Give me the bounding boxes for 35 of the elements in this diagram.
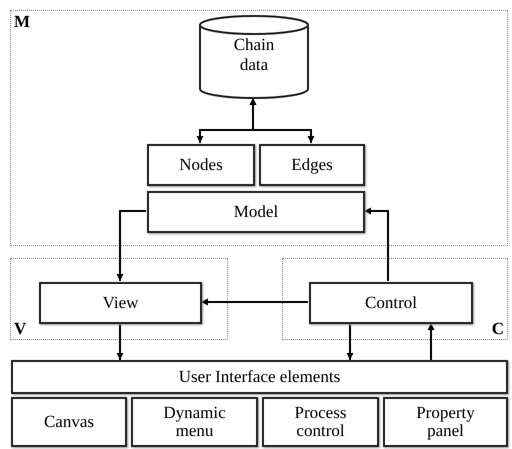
- group-label: V: [14, 319, 26, 339]
- dotted-group-frame: [282, 258, 508, 340]
- node-label: Edges: [291, 156, 333, 174]
- process-box: [11, 397, 127, 447]
- process-box: [383, 397, 508, 447]
- node-label: Nodes: [179, 156, 223, 174]
- node-label: Dynamic menu: [162, 404, 227, 440]
- node-label: User Interface elements: [178, 368, 340, 386]
- node-label: Process control: [294, 404, 348, 440]
- process-box: [11, 360, 508, 394]
- process-box: [259, 144, 365, 186]
- node-label: View: [102, 294, 138, 312]
- dotted-group-frame: [10, 10, 508, 246]
- node-label: Canvas: [44, 413, 94, 431]
- arrow: [116, 210, 146, 281]
- node-label: Control: [365, 294, 417, 312]
- arrow: [346, 323, 354, 360]
- arrow: [116, 323, 124, 360]
- arrow: [428, 323, 434, 360]
- dotted-group-frame: [10, 258, 228, 340]
- arrow: [250, 98, 314, 143]
- node-label: Model: [234, 203, 278, 221]
- process-box: [262, 397, 379, 447]
- group-label: C: [492, 319, 504, 339]
- process-box: [147, 144, 255, 186]
- process-box: [147, 191, 365, 233]
- process-box: [39, 282, 202, 324]
- process-box: [309, 282, 473, 324]
- database-cylinder: [199, 15, 309, 99]
- node-label: Property panel: [415, 404, 476, 440]
- group-label: M: [14, 12, 30, 32]
- arrow: [201, 298, 308, 306]
- node-label: Chain data: [232, 35, 276, 74]
- process-box: [131, 397, 258, 447]
- arrow: [364, 208, 389, 281]
